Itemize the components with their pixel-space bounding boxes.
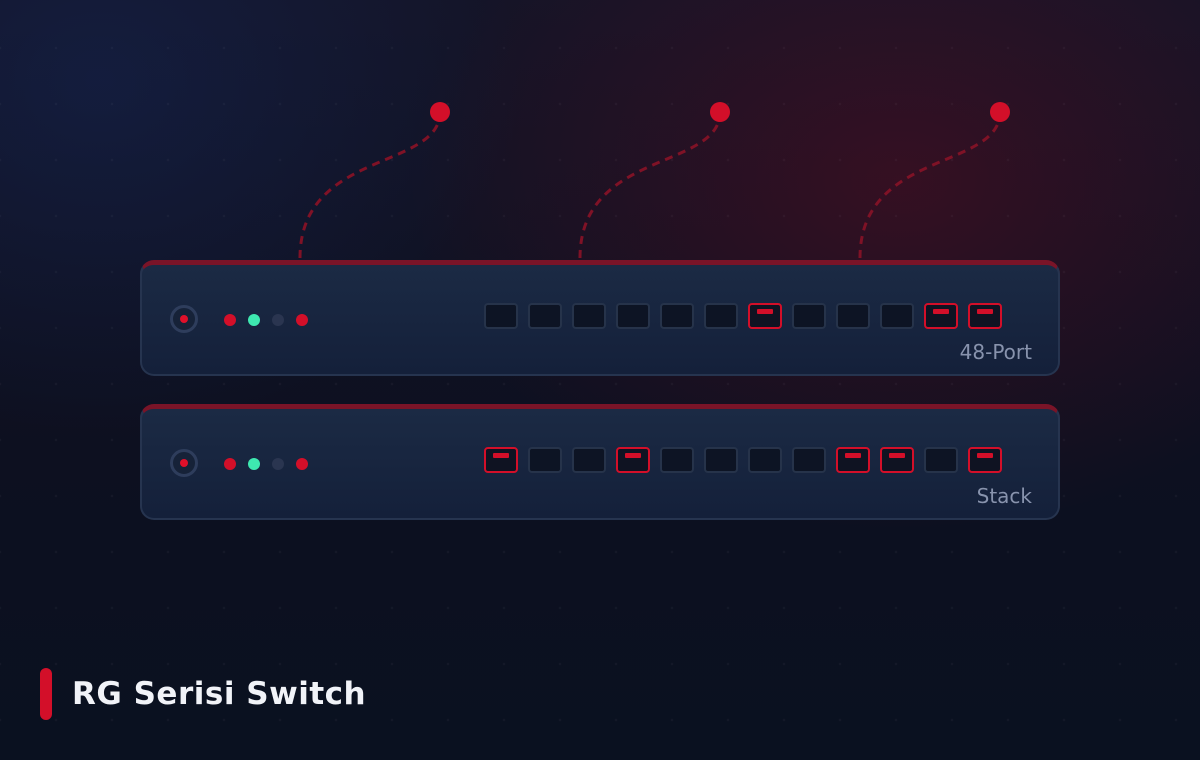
status-led-red (224, 314, 236, 326)
ethernet-port-3[interactable] (572, 447, 606, 473)
uplink-cable-1 (298, 111, 442, 259)
status-led-green (248, 314, 260, 326)
power-indicator-icon (180, 459, 188, 467)
ethernet-port-1[interactable] (484, 303, 518, 329)
ethernet-port-6[interactable] (704, 303, 738, 329)
status-led-red (224, 458, 236, 470)
page-title: RG Serisi Switch (72, 676, 367, 712)
switch-48-port: 48-Port (140, 260, 1060, 376)
ethernet-port-7-active[interactable] (748, 303, 782, 329)
ethernet-port-6[interactable] (704, 447, 738, 473)
switch-label: 48-Port (959, 340, 1032, 364)
ethernet-port-9[interactable] (836, 303, 870, 329)
switch-label: Stack (976, 484, 1032, 508)
power-button[interactable] (170, 305, 198, 333)
port-row (484, 303, 1002, 329)
ethernet-port-10[interactable] (880, 303, 914, 329)
title-accent-bar (40, 668, 52, 720)
uplink-node-icon (430, 102, 450, 122)
switch-stack: Stack (140, 404, 1060, 520)
status-led-red (296, 458, 308, 470)
ethernet-port-8[interactable] (792, 303, 826, 329)
status-leds (224, 458, 308, 470)
ethernet-port-1-active[interactable] (484, 447, 518, 473)
ethernet-port-11-active[interactable] (924, 303, 958, 329)
uplink-cable-3 (858, 111, 1002, 259)
ethernet-port-4[interactable] (616, 303, 650, 329)
ethernet-port-4-active[interactable] (616, 447, 650, 473)
power-button[interactable] (170, 449, 198, 477)
ethernet-port-2[interactable] (528, 447, 562, 473)
ethernet-port-10-active[interactable] (880, 447, 914, 473)
ethernet-port-5[interactable] (660, 303, 694, 329)
status-led-off (272, 458, 284, 470)
power-indicator-icon (180, 315, 188, 323)
status-led-red (296, 314, 308, 326)
uplink-node-icon (990, 102, 1010, 122)
ethernet-port-9-active[interactable] (836, 447, 870, 473)
port-row (484, 447, 1002, 473)
uplink-cable-2 (578, 111, 722, 259)
ethernet-port-12-active[interactable] (968, 447, 1002, 473)
ethernet-port-11[interactable] (924, 447, 958, 473)
ethernet-port-3[interactable] (572, 303, 606, 329)
uplink-node-icon (710, 102, 730, 122)
status-led-off (272, 314, 284, 326)
ethernet-port-12-active[interactable] (968, 303, 1002, 329)
status-leds (224, 314, 308, 326)
status-led-green (248, 458, 260, 470)
ethernet-port-2[interactable] (528, 303, 562, 329)
ethernet-port-7[interactable] (748, 447, 782, 473)
ethernet-port-5[interactable] (660, 447, 694, 473)
title-block: RG Serisi Switch (40, 668, 366, 720)
ethernet-port-8[interactable] (792, 447, 826, 473)
